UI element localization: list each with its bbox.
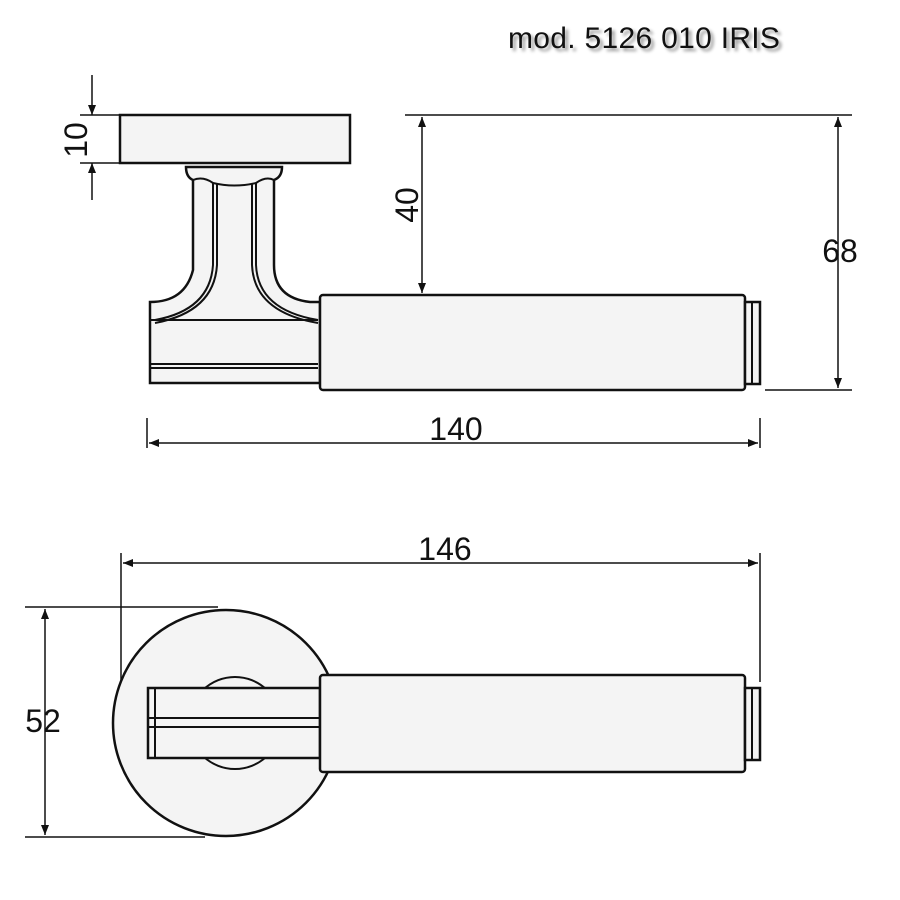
lever-grip-side — [318, 293, 747, 392]
dim-rose-diameter: 52 — [25, 703, 61, 739]
lever-grip-top — [318, 673, 747, 774]
rose-side — [118, 113, 352, 165]
dim-lever-offset: 40 — [389, 187, 425, 223]
dim-rose-thickness: 10 — [58, 122, 94, 158]
neck-top — [146, 686, 322, 760]
dim-total-depth: 68 — [822, 233, 858, 269]
neck-side — [148, 165, 322, 385]
model-title: mod. 5126 010 IRIS — [508, 22, 781, 55]
dim-lever-length: 140 — [429, 411, 482, 447]
dim-total-length: 146 — [418, 531, 471, 567]
